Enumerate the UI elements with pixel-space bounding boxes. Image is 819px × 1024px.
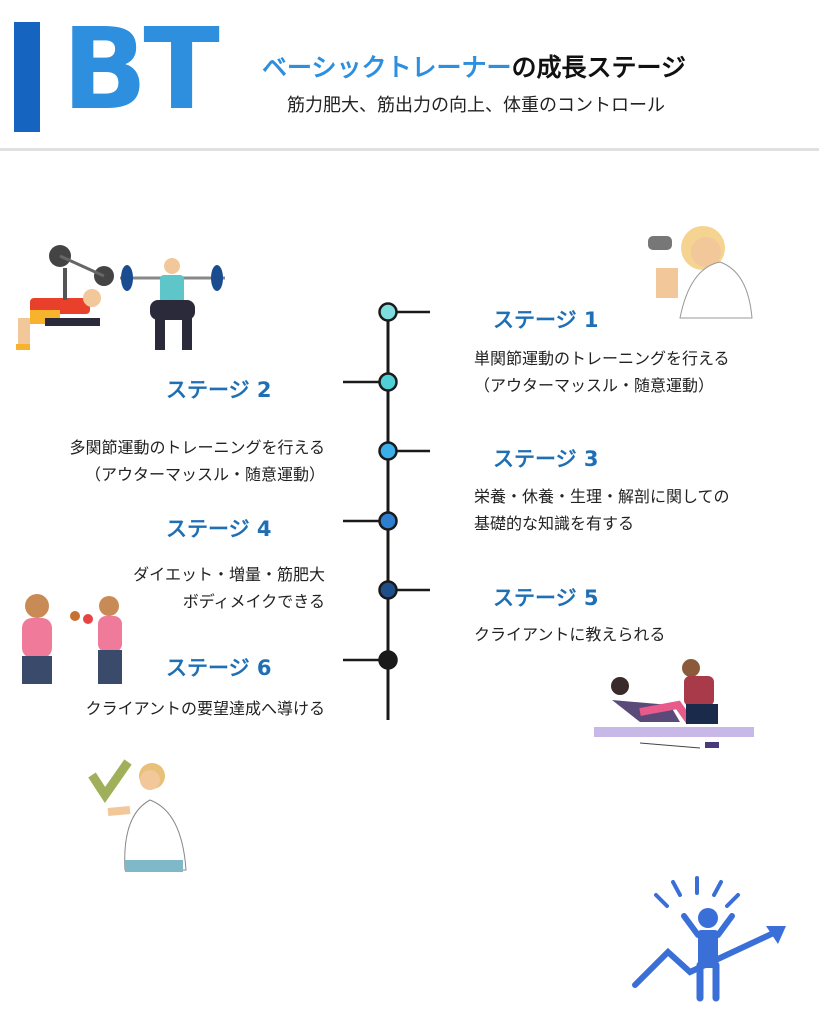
stage-6-description: クライアントの要望達成へ導ける	[14, 695, 325, 722]
squat-illustration	[120, 258, 225, 350]
stage-3-label: ステージ 3	[493, 447, 599, 471]
trainer-situp-illustration	[594, 659, 754, 749]
stage-5-node	[378, 580, 398, 600]
header-divider	[0, 148, 819, 151]
stage-2-description: 多関節運動のトレーニングを行える （アウターマッスル・随意運動）	[14, 434, 325, 488]
page-title: ベーシックトレーナーの成長ステージ	[262, 48, 686, 84]
stage-4-line-1: ダイエット・増量・筋肥大	[133, 565, 325, 584]
stage-4-label: ステージ 4	[166, 517, 272, 541]
stage-6-line-1: クライアントの要望達成へ導ける	[85, 699, 325, 718]
stage-3-line-1: 栄養・休養・生理・解剖に関しての	[474, 487, 730, 506]
logo-bar	[14, 22, 40, 132]
stage-6-label: ステージ 6	[166, 656, 272, 680]
stage-6-node	[378, 650, 398, 670]
growth-arrow-icon	[632, 876, 786, 1002]
page-subtitle: 筋力肥大、筋出力の向上、体重のコントロール	[287, 95, 665, 116]
stage-3-node	[378, 441, 398, 461]
stage-5-label: ステージ 5	[493, 586, 599, 610]
checkmark-woman-illustration	[88, 759, 187, 872]
stage-1-label: ステージ 1	[493, 308, 599, 332]
stage-2-label: ステージ 2	[166, 378, 272, 402]
stage-4-line-2: ボディメイクできる	[182, 592, 325, 611]
stage-2-node	[378, 372, 398, 392]
title-accent: ベーシックトレーナー	[262, 53, 512, 82]
stage-2-line-2: （アウターマッスル・随意運動）	[84, 465, 325, 484]
title-rest: の成長ステージ	[511, 53, 687, 82]
logo: BT	[62, 5, 220, 135]
stage-1-line-2: （アウターマッスル・随意運動）	[474, 376, 715, 395]
stage-4-node	[378, 511, 398, 531]
stage-3-line-2: 基礎的な知識を有する	[474, 514, 635, 533]
stage-1-line-1: 単関節運動のトレーニングを行える	[474, 349, 730, 368]
stage-4-description: ダイエット・増量・筋肥大 ボディメイクできる	[14, 561, 325, 615]
diet-women-illustration	[22, 594, 122, 684]
stage-3-description: 栄養・休養・生理・解剖に関しての 基礎的な知識を有する	[474, 483, 730, 537]
bench-press-illustration	[16, 245, 114, 350]
stage-5-line-1: クライアントに教えられる	[474, 625, 666, 644]
stage-2-line-1: 多関節運動のトレーニングを行える	[69, 438, 325, 457]
dumbbell-curl-illustration	[648, 226, 753, 319]
stage-1-description: 単関節運動のトレーニングを行える （アウターマッスル・随意運動）	[474, 345, 730, 399]
stage-1-node	[378, 302, 398, 322]
stage-5-description: クライアントに教えられる	[474, 621, 665, 648]
